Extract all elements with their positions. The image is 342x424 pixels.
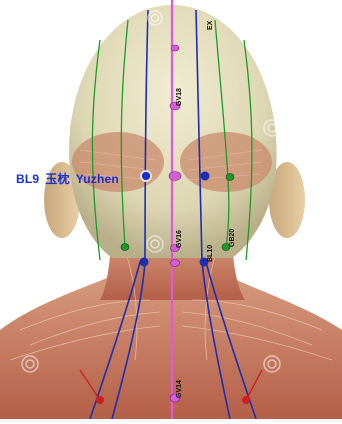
point-bl9-left — [141, 171, 151, 181]
point-gv15b — [171, 260, 180, 267]
point-gv18 — [171, 45, 179, 51]
point-bl10-left — [140, 258, 149, 267]
bl9-callout-label: BL9 玉枕 Yuzhen — [16, 170, 125, 187]
callout-chinese: 玉枕 — [45, 172, 69, 186]
point-gb19-right — [226, 174, 234, 181]
label-ex: EX — [207, 20, 214, 30]
label-gv14: GV14 — [176, 380, 183, 398]
point-si-right — [242, 396, 250, 404]
label-gv16: GV16 — [176, 230, 183, 248]
point-gv16 — [169, 172, 181, 181]
label-bl10: BL10 — [207, 245, 214, 262]
callout-pinyin: Yuzhen — [76, 172, 119, 186]
callout-code: BL9 — [16, 172, 39, 186]
label-gb20: GB20 — [229, 229, 236, 247]
point-si-left — [96, 396, 104, 404]
right-occipital-muscle — [180, 132, 272, 192]
point-bl9-right — [201, 172, 210, 181]
point-gb20-left — [121, 244, 129, 251]
label-gv18: GV18 — [176, 88, 183, 106]
